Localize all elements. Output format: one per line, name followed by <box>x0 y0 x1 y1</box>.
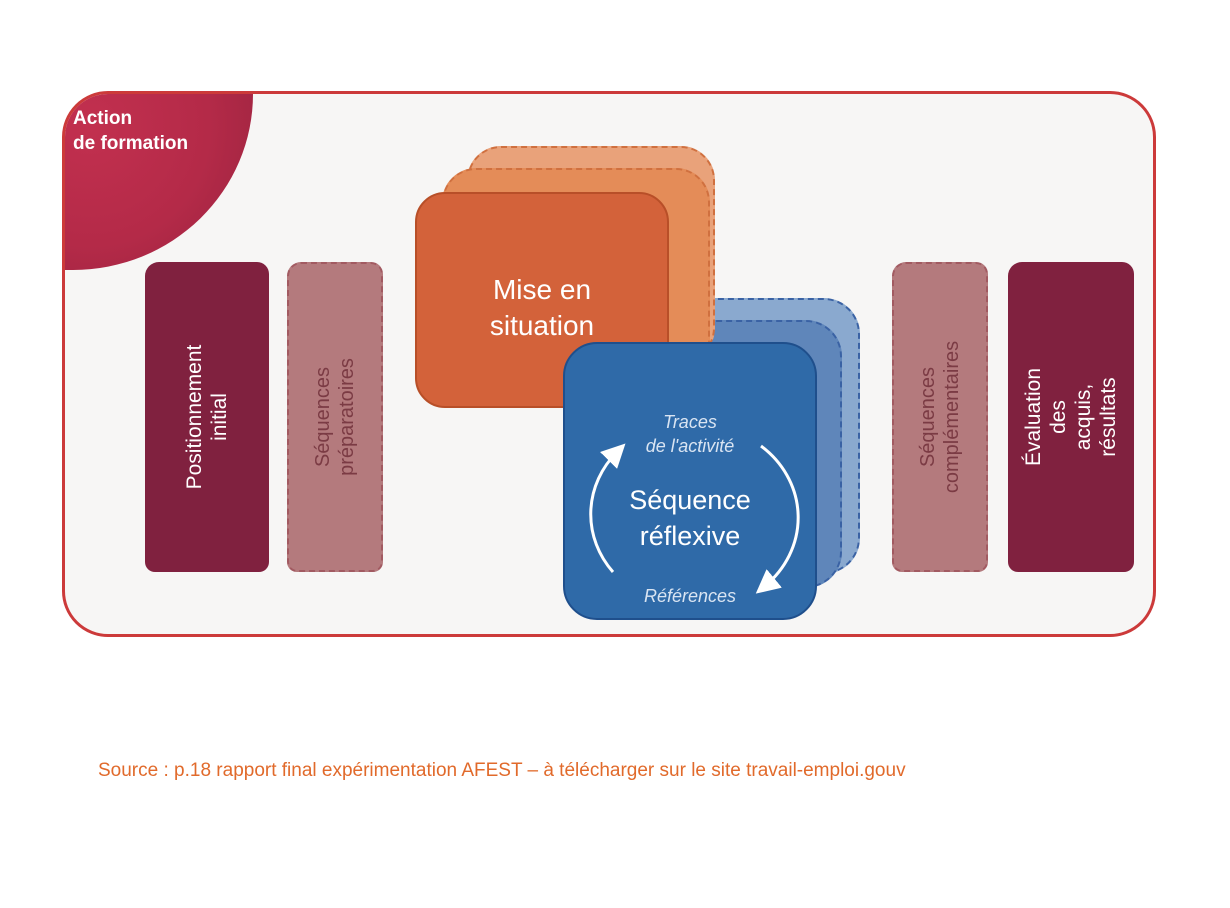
pillar-sequences-complementaires: Séquences complémentaires <box>892 262 988 572</box>
pillar-evaluation: Évaluation des acquis, résultats <box>1008 262 1134 572</box>
references-note: Références <box>643 586 737 606</box>
corner-title: Action de formation <box>73 108 189 154</box>
sequence-reflexive-card: Traces de l'activité Séquence réflexive … <box>563 342 817 620</box>
source-caption: Source : p.18 rapport final expérimentat… <box>98 760 906 781</box>
corner-badge: Action de formation <box>65 94 253 270</box>
pillar-label: Positionnement initial <box>183 344 231 490</box>
pillar-label: Séquences complémentaires <box>917 340 963 494</box>
pillar-label: Séquences préparatoires <box>312 358 358 476</box>
sequence-reflexive-title: Séquence réflexive <box>629 485 751 551</box>
pillar-label: Évaluation des acquis, résultats <box>1022 367 1120 467</box>
cycle-arrows-icon <box>589 443 800 594</box>
traces-note: Traces de l'activité <box>645 412 735 456</box>
pillar-positionnement-initial: Positionnement initial <box>145 262 269 572</box>
mise-en-situation-title: Mise en situation <box>489 274 595 341</box>
pillar-sequences-preparatoires: Séquences préparatoires <box>287 262 383 572</box>
